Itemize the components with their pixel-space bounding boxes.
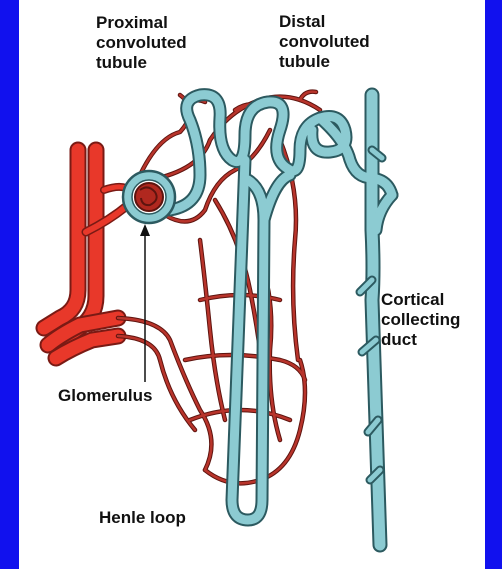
label-cortical-line-2: collecting — [381, 310, 460, 330]
glomerulus-capsule — [123, 171, 175, 223]
label-proximal-line-2: convoluted — [96, 33, 187, 53]
label-cortical-collecting-duct: Cortical collecting duct — [381, 290, 460, 350]
label-distal-line-2: convoluted — [279, 32, 370, 52]
renal-vessels — [44, 150, 128, 358]
label-proximal-line-3: tubule — [96, 53, 187, 73]
label-cortical-line-1: Cortical — [381, 290, 460, 310]
label-proximal-line-1: Proximal — [96, 13, 187, 33]
label-proximal-convoluted-tubule: Proximal convoluted tubule — [96, 13, 187, 73]
label-distal-convoluted-tubule: Distal convoluted tubule — [279, 12, 370, 72]
label-glomerulus: Glomerulus — [58, 386, 152, 406]
glomerulus-pointer — [140, 224, 150, 382]
tubule-system — [170, 95, 392, 545]
label-distal-line-3: tubule — [279, 52, 370, 72]
label-cortical-line-3: duct — [381, 330, 460, 350]
label-distal-line-1: Distal — [279, 12, 370, 32]
label-henle-loop: Henle loop — [99, 508, 186, 528]
